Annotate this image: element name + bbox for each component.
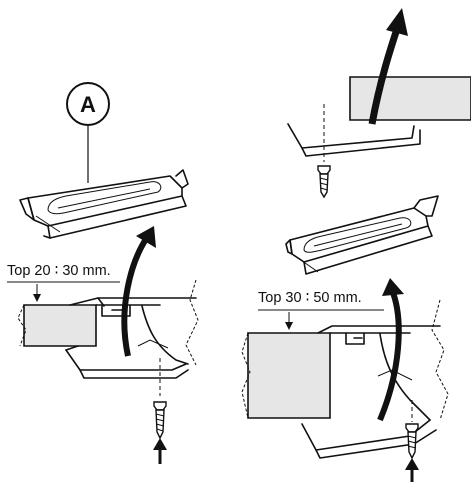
right-up-arrow-icon — [405, 458, 419, 482]
left-measure-label: Top 20 ∶ 30 mm. — [7, 263, 111, 279]
callout-a-letter: A — [80, 92, 96, 117]
right-bottom-screw-icon — [405, 423, 419, 460]
right-countertop — [241, 299, 449, 459]
left-countertop — [17, 279, 199, 396]
right-measure: Top 30 ∶ 50 mm. — [258, 290, 384, 330]
right-bracket-icon — [285, 195, 439, 275]
left-screw-icon — [153, 401, 167, 440]
left-curved-arrow-icon — [121, 226, 156, 357]
right-measure-label: Top 30 ∶ 50 mm. — [258, 290, 362, 306]
top-arrow-icon — [368, 8, 408, 125]
right-top-screw-icon — [317, 165, 331, 199]
left-up-arrow-icon — [153, 438, 167, 464]
right-curved-arrow-icon — [377, 278, 404, 422]
left-measure: Top 20 ∶ 30 mm. — [7, 263, 120, 302]
bracket-icon — [19, 169, 189, 239]
top-slab — [349, 76, 471, 121]
callout-a: A — [66, 82, 110, 183]
left-panel: A Top 20 ∶ 30 mm. — [7, 82, 199, 464]
right-panel: Top 30 ∶ 50 mm. — [241, 8, 471, 482]
removed-bracket — [287, 104, 421, 162]
